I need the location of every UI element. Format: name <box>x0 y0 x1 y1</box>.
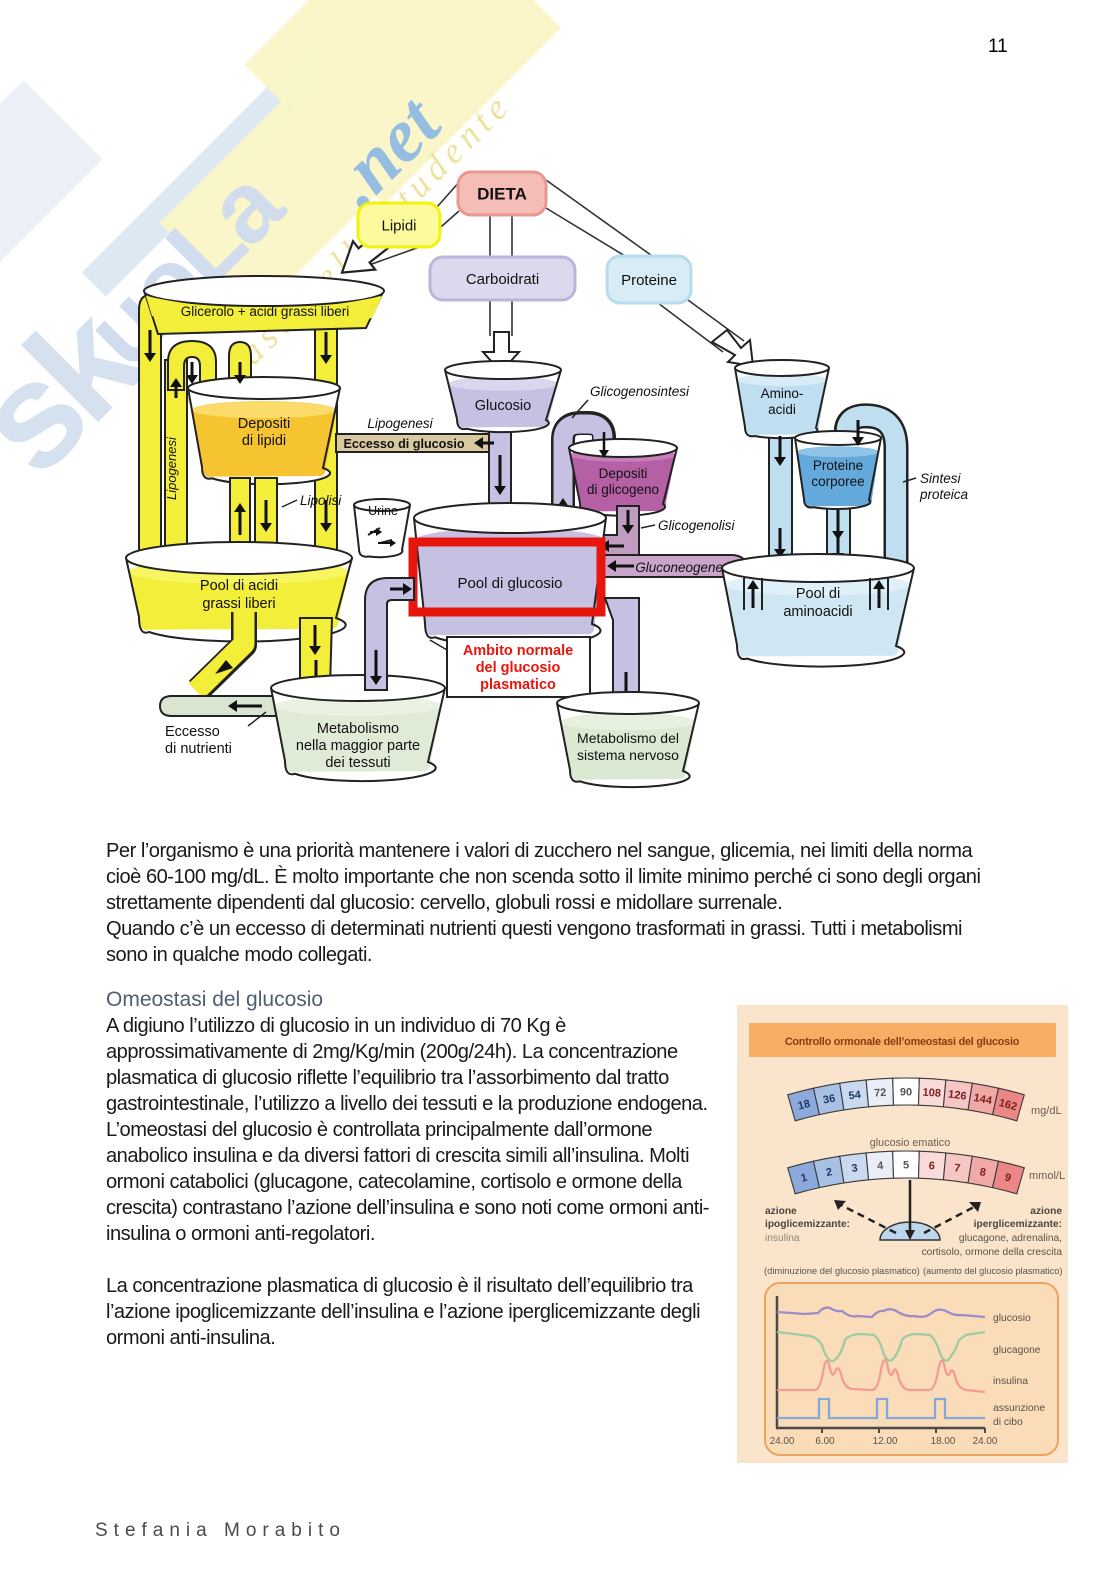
svg-text:Urine: Urine <box>368 504 398 518</box>
svg-text:azione: azione <box>1030 1206 1062 1217</box>
svg-text:Ambito normale: Ambito normale <box>463 643 573 659</box>
svg-text:Lipidi: Lipidi <box>381 217 416 234</box>
svg-text:144: 144 <box>973 1092 994 1107</box>
svg-text:Eccesso di glucosio: Eccesso di glucosio <box>343 437 464 451</box>
svg-text:3: 3 <box>851 1162 859 1175</box>
svg-text:(aumento del glucosio plasmati: (aumento del glucosio plasmatico) <box>923 1266 1062 1276</box>
svg-text:ipoglicemizzante:: ipoglicemizzante: <box>765 1219 850 1230</box>
svg-text:18: 18 <box>797 1098 812 1113</box>
svg-text:Amino-: Amino- <box>761 386 804 401</box>
svg-text:8: 8 <box>979 1166 987 1179</box>
svg-text:corporee: corporee <box>811 474 864 489</box>
svg-text:Glicogenolisi: Glicogenolisi <box>658 518 736 533</box>
svg-text:Lipolisi: Lipolisi <box>300 493 342 508</box>
svg-text:Lipogenesi: Lipogenesi <box>367 416 433 431</box>
svg-text:grassi liberi: grassi liberi <box>202 596 275 612</box>
svg-text:Depositi: Depositi <box>599 466 648 481</box>
svg-text:sistema nervoso: sistema nervoso <box>577 747 679 763</box>
svg-text:Carboidrati: Carboidrati <box>466 271 539 288</box>
svg-text:glucosio ematico: glucosio ematico <box>870 1137 950 1149</box>
svg-text:7: 7 <box>953 1162 961 1175</box>
svg-text:Pool di acidi: Pool di acidi <box>200 578 278 594</box>
svg-text:Metabolismo: Metabolismo <box>317 721 399 737</box>
svg-text:nella maggior parte: nella maggior parte <box>296 738 420 754</box>
svg-text:Depositi: Depositi <box>238 416 290 432</box>
svg-text:Lipogenesi: Lipogenesi <box>164 436 179 500</box>
svg-text:Pool di glucosio: Pool di glucosio <box>457 575 562 592</box>
svg-text:Metabolismo del: Metabolismo del <box>577 730 679 746</box>
svg-text:glucosio: glucosio <box>993 1313 1031 1324</box>
svg-text:glucagone, adrenalina,: glucagone, adrenalina, <box>959 1233 1062 1244</box>
svg-text:assunzione: assunzione <box>993 1403 1045 1414</box>
svg-text:24.00: 24.00 <box>973 1436 998 1447</box>
svg-text:insulina: insulina <box>993 1376 1028 1387</box>
svg-text:36: 36 <box>822 1093 836 1107</box>
svg-text:90: 90 <box>900 1086 912 1098</box>
svg-text:(diminuzione del glucosio plas: (diminuzione del glucosio plasmatico) <box>764 1265 920 1276</box>
svg-text:mmol/L: mmol/L <box>1029 1170 1065 1182</box>
svg-text:aminoacidi: aminoacidi <box>783 604 852 620</box>
svg-text:1: 1 <box>800 1172 809 1185</box>
svg-text:126: 126 <box>947 1088 967 1102</box>
svg-text:DIETA: DIETA <box>477 185 527 204</box>
svg-text:di lipidi: di lipidi <box>242 433 286 449</box>
svg-text:dei tessuti: dei tessuti <box>325 755 390 771</box>
svg-text:6.00: 6.00 <box>815 1436 835 1447</box>
svg-text:proteica: proteica <box>919 487 969 502</box>
svg-text:di glicogeno: di glicogeno <box>587 482 659 497</box>
svg-text:azione: azione <box>765 1206 797 1217</box>
svg-text:6: 6 <box>928 1160 935 1172</box>
svg-text:cortisolo, ormone della cresci: cortisolo, ormone della crescita <box>922 1247 1063 1258</box>
svg-text:glucagone: glucagone <box>993 1345 1041 1356</box>
svg-text:Proteine: Proteine <box>621 272 677 289</box>
svg-text:108: 108 <box>922 1087 941 1100</box>
svg-text:Glucosio: Glucosio <box>475 398 531 414</box>
svg-text:iperglicemizzante:: iperglicemizzante: <box>974 1219 1062 1230</box>
svg-text:162: 162 <box>998 1097 1019 1113</box>
svg-text:Glicerolo + acidi grassi liber: Glicerolo + acidi grassi liberi <box>181 304 349 319</box>
svg-text:plasmatico: plasmatico <box>480 677 556 693</box>
svg-text:Sintesi: Sintesi <box>920 471 962 486</box>
svg-text:acidi: acidi <box>768 402 796 417</box>
svg-text:12.00: 12.00 <box>873 1436 898 1447</box>
svg-text:di cibo: di cibo <box>993 1417 1023 1428</box>
svg-text:Proteine: Proteine <box>813 458 863 473</box>
svg-text:insulina: insulina <box>765 1233 800 1244</box>
svg-text:72: 72 <box>874 1087 887 1100</box>
svg-text:18.00: 18.00 <box>931 1436 956 1447</box>
svg-text:Gluconeogenesi: Gluconeogenesi <box>635 560 734 575</box>
svg-text:54: 54 <box>848 1089 863 1103</box>
svg-text:9: 9 <box>1003 1172 1012 1185</box>
svg-text:del glucosio: del glucosio <box>476 660 561 676</box>
svg-text:di nutrienti: di nutrienti <box>165 741 232 757</box>
svg-text:4: 4 <box>877 1160 885 1172</box>
svg-text:24.00: 24.00 <box>770 1436 795 1447</box>
svg-text:mg/dL: mg/dL <box>1031 1105 1062 1117</box>
svg-text:5: 5 <box>903 1159 909 1171</box>
svg-text:Controllo ormonale dell’omeost: Controllo ormonale dell’omeostasi del gl… <box>785 1036 1020 1048</box>
svg-text:Glicogenosintesi: Glicogenosintesi <box>590 384 690 399</box>
svg-text:Pool di: Pool di <box>796 586 840 602</box>
svg-text:Eccesso: Eccesso <box>165 724 220 740</box>
svg-text:2: 2 <box>825 1166 833 1179</box>
